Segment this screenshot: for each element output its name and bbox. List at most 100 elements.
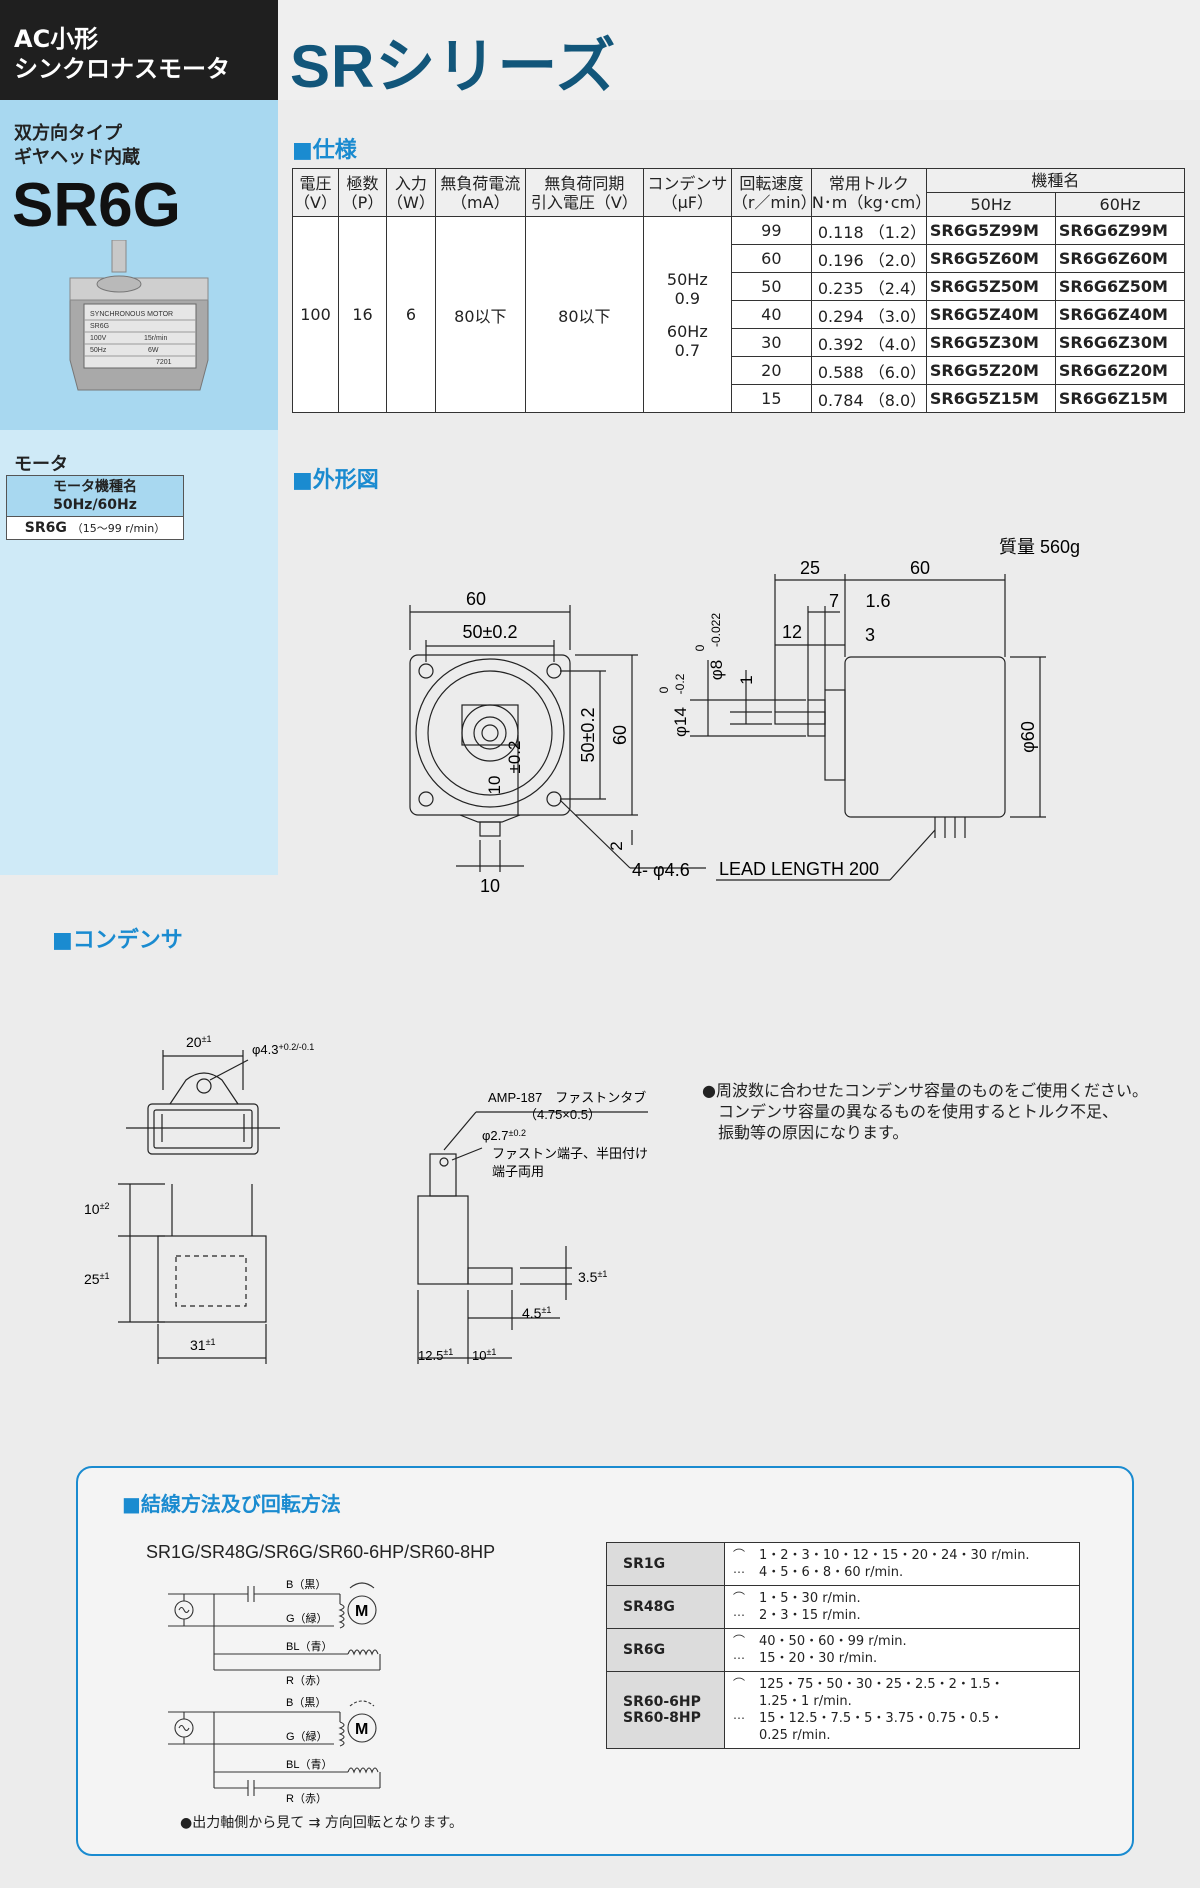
cw-arrow-icon: ⌒	[733, 1677, 746, 1691]
left-column: 双方向タイプ ギヤヘッド内蔵 SR6G SYNCHRONOUS MOTOR SR…	[0, 100, 278, 875]
dim-side-1: 1	[737, 675, 756, 684]
subtype: 双方向タイプ ギヤヘッド内蔵	[14, 122, 140, 170]
th-voltage: 電圧（V）	[292, 168, 339, 217]
rotation-model: SR1G	[606, 1542, 725, 1586]
dim-front-h60: 60	[610, 725, 630, 745]
spec-model-60hz: SR6G6Z30M	[1054, 328, 1186, 357]
dim-front-10: 10	[485, 776, 504, 795]
dim-holes: 4- φ4.6	[632, 860, 690, 880]
cond-d10b: 10±1	[472, 1347, 496, 1363]
wire-r-1: R（赤）	[286, 1674, 327, 1687]
rotation-speeds: ⌒125・75・50・30・25・2.5・2・1.5・1.25・1 r/min.…	[724, 1671, 1080, 1749]
wiring-footnote: ●出力軸側から見て ⇉ 方向回転となります。	[180, 1815, 464, 1831]
rotation-row: SR1G⌒1・2・3・10・12・15・20・24・30 r/min.⋯4・5・…	[606, 1542, 1080, 1586]
condenser-title: ■コンデンサ	[52, 928, 183, 953]
dim-side-3: 3	[865, 625, 875, 645]
dim-front-tol: ±0.2	[505, 741, 524, 774]
th-input: 入力（W）	[386, 168, 436, 217]
series-title: SRシリーズ	[290, 33, 617, 100]
motor-table-h1: モータ機種名	[53, 479, 137, 495]
cond-hole: φ4.3+0.2/-0.1	[252, 1042, 314, 1057]
wire-bl-1: BL（青）	[286, 1640, 332, 1653]
spec-input: 6	[386, 216, 436, 413]
dim-front-60: 60	[466, 589, 486, 609]
spec-pullin: 80以下	[524, 216, 644, 413]
outline-drawing: 質量 560g 60 50±0.2 50±0.2 60 10 ±0.2 2 10…	[409, 537, 1080, 896]
rotation-table: SR1G⌒1・2・3・10・12・15・20・24・30 r/min.⋯4・5・…	[606, 1542, 1080, 1749]
cw-arrow-icon: ⌒	[733, 1548, 746, 1562]
condenser-note: ●周波数に合わせたコンデンサ容量のものをご使用ください。 コンデンサ容量の異なる…	[702, 1080, 1148, 1143]
cw-arrow-icon: ⌒	[733, 1591, 746, 1605]
rotation-model: SR6G	[606, 1628, 725, 1672]
cond-d35: 3.5±1	[578, 1269, 607, 1285]
category-line1: AC小形	[14, 25, 99, 53]
spec-model-60hz: SR6G6Z50M	[1054, 272, 1186, 301]
wiring-diagram: B（黒） G（緑） BL（青） R（赤） M B（黒） G（緑） BL（青） R…	[168, 1578, 381, 1805]
rotation-speeds: ⌒40・50・60・99 r/min.⋯15・20・30 r/min.	[724, 1628, 1080, 1672]
motor-table-value: SR6G （15～99 r/min）	[6, 516, 184, 540]
wire-g-2: G（緑）	[286, 1729, 328, 1743]
cond-amp-size: （4.75×0.5）	[524, 1107, 601, 1122]
wire-b-2: B（黒）	[286, 1696, 326, 1709]
motor-symbol-2: M	[355, 1721, 368, 1738]
motor-table-h2: 50Hz/60Hz	[53, 497, 137, 513]
rotation-speeds: ⌒1・5・30 r/min.⋯2・3・15 r/min.	[724, 1585, 1080, 1629]
th-model: 機種名	[925, 168, 1186, 193]
subtype-line1: 双方向タイプ	[14, 123, 122, 144]
nameplate-number: 7201	[156, 359, 172, 366]
cond-d25: 25±1	[84, 1271, 110, 1287]
cond-d45: 4.5±1	[522, 1305, 551, 1321]
nameplate-hz: 50Hz	[90, 347, 107, 354]
motor-symbol-1: M	[355, 1603, 368, 1620]
wiring-models: SR1G/SR48G/SR6G/SR60-6HP/SR60-8HP	[146, 1542, 496, 1562]
dim-front-50: 50±0.2	[463, 622, 518, 642]
header-bar	[278, 0, 1200, 100]
outline-title: ■外形図	[292, 468, 379, 493]
ccw-arrow-icon: ⋯	[733, 1608, 745, 1622]
th-60hz: 60Hz	[1054, 192, 1186, 217]
spec-model-50hz: SR6G5Z15M	[925, 384, 1056, 413]
wire-r-2: R（赤）	[286, 1792, 327, 1805]
wire-b-1: B（黒）	[286, 1578, 326, 1591]
cond-d20: 20±1	[186, 1034, 212, 1050]
motor-label: モータ	[14, 454, 68, 475]
model-name: SR6G	[12, 171, 181, 240]
dim-front-2: 2	[607, 841, 626, 850]
ccw-arrow-icon: ⋯	[733, 1711, 745, 1725]
lead-length: LEAD LENGTH 200	[719, 859, 879, 879]
spec-table: 電圧（V） 極数（P） 入力（W） 無負荷電流（mA） 無負荷同期引入電圧（V）…	[292, 168, 1186, 413]
spec-title: ■仕様	[292, 138, 357, 163]
rotation-row: SR6G⌒40・50・60・99 r/min.⋯15・20・30 r/min.	[606, 1628, 1080, 1672]
mass-label: 質量 560g	[999, 537, 1080, 557]
condenser-note-line1: ●周波数に合わせたコンデンサ容量のものをご使用ください。	[702, 1081, 1148, 1100]
wiring-panel	[76, 1466, 1134, 1856]
motor-model-table: モータ機種名 50Hz/60Hz SR6G （15～99 r/min）	[6, 475, 184, 540]
motor-range: （15～99 r/min）	[71, 522, 166, 535]
spec-torque: 0.294 （3.0）	[810, 300, 927, 329]
rotation-row: SR48G⌒1・5・30 r/min.⋯2・3・15 r/min.	[606, 1585, 1080, 1629]
spec-model-50hz: SR6G5Z40M	[925, 300, 1056, 329]
th-50hz: 50Hz	[925, 192, 1056, 217]
wiring-title: ■結線方法及び回転方法	[122, 1492, 341, 1516]
cond-terminal2: 端子両用	[492, 1164, 544, 1179]
motor-name: SR6G	[24, 520, 67, 536]
nameplate-model: SR6G	[90, 323, 109, 330]
cond-terminal1: ファストン端子、半田付け	[492, 1146, 648, 1161]
dim-shaft-8-tol: 0	[693, 644, 707, 651]
spec-model-60hz: SR6G6Z20M	[1054, 356, 1186, 385]
dim-side-1-6: 1.6	[865, 591, 890, 611]
dim-boss-14-tol2: -0.2	[673, 673, 687, 694]
dim-side-dia60: φ60	[1018, 721, 1038, 753]
dim-side-60: 60	[910, 558, 930, 578]
cw-arrow-icon: ⌒	[733, 1634, 746, 1648]
cond-tab-hole: φ2.7±0.2	[482, 1128, 526, 1143]
wire-bl-2: BL（青）	[286, 1758, 332, 1771]
